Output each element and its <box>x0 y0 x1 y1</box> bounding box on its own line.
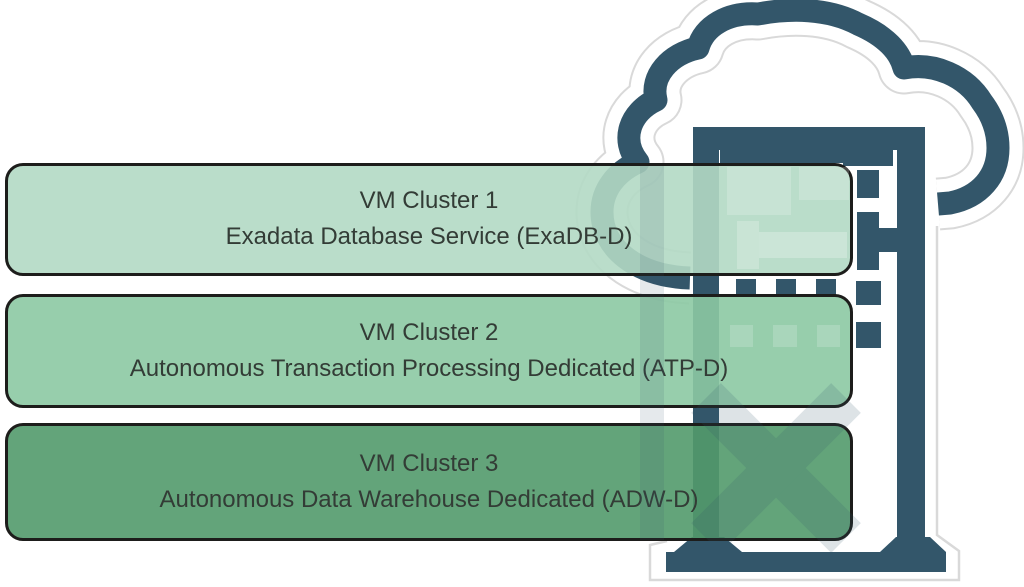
rack-base-flare-right <box>880 537 946 552</box>
vm-cluster-3-service: Autonomous Data Warehouse Dedicated (ADW… <box>159 485 699 513</box>
rack-top-bar <box>693 127 923 150</box>
vm-cluster-2-title: VM Cluster 2 <box>359 318 499 346</box>
rack-slot-details <box>843 150 897 348</box>
rack-base <box>666 552 946 572</box>
server-rack-icon <box>666 127 946 572</box>
vm-cluster-1-title: VM Cluster 1 <box>359 187 499 215</box>
vm-cluster-1-box: VM Cluster 1 Exadata Database Service (E… <box>5 163 853 276</box>
rack-dotted-shelf <box>696 279 836 295</box>
vm-cluster-2-service: Autonomous Transaction Processing Dedica… <box>129 354 729 382</box>
vm-cluster-1-service: Exadata Database Service (ExaDB-D) <box>225 223 633 250</box>
rack-right-leg <box>897 127 925 552</box>
vm-cluster-3-title: VM Cluster 3 <box>359 449 499 477</box>
vm-cluster-3-box: VM Cluster 3 Autonomous Data Warehouse D… <box>5 423 853 541</box>
vm-cluster-2-box: VM Cluster 2 Autonomous Transaction Proc… <box>5 294 853 408</box>
